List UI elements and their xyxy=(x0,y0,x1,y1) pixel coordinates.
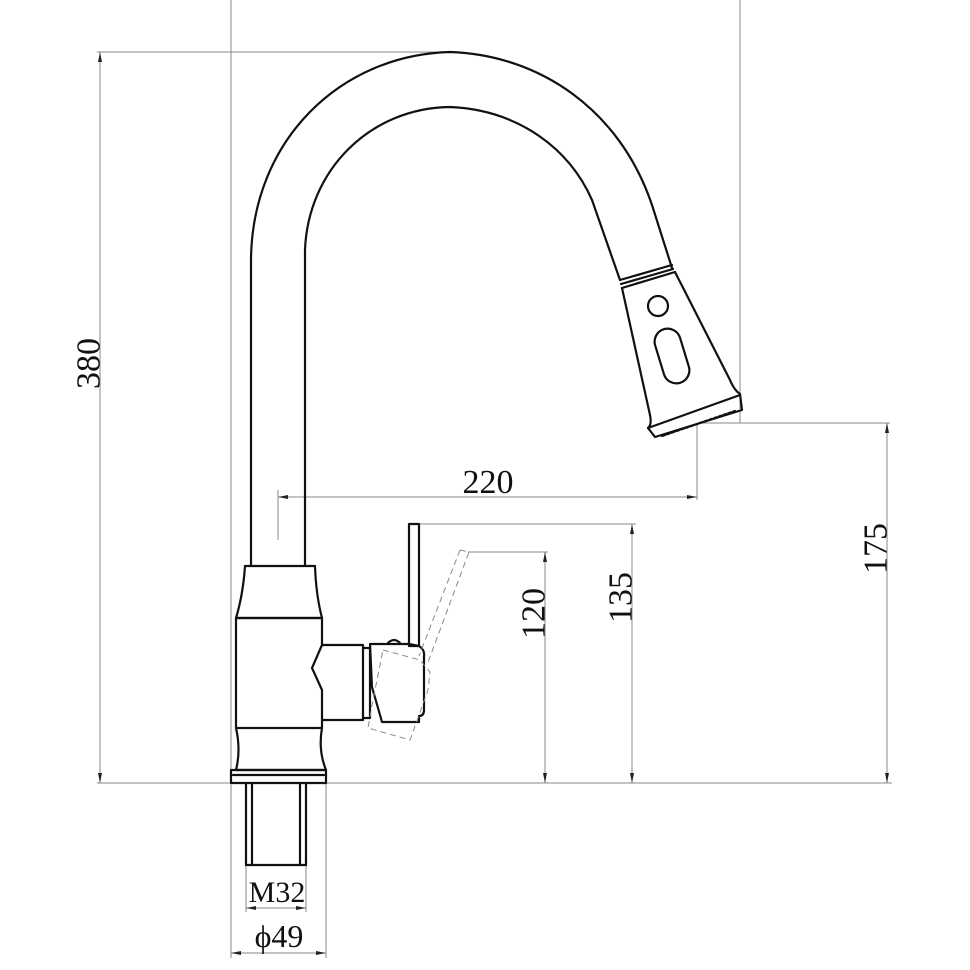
valve-housing xyxy=(320,643,372,722)
lever-handle-open-position xyxy=(367,549,470,741)
dim-spout-reach-label: 220 xyxy=(463,464,514,501)
dim-total-height-label: 380 xyxy=(71,338,108,389)
spray-pause-button-icon xyxy=(653,327,691,385)
dim-handle-open-height-label: 120 xyxy=(516,588,553,639)
pull-down-spray-head xyxy=(618,263,744,439)
dimension-labels: 380 220 175 135 120 M32 ϕ49 xyxy=(71,338,895,954)
faucet-body xyxy=(229,564,328,785)
dim-handle-height-label: 135 xyxy=(603,572,640,623)
threaded-shank xyxy=(244,781,308,867)
dim-outlet-height-label: 175 xyxy=(858,523,895,574)
dim-base-diameter-label: ϕ49 xyxy=(255,918,304,954)
lever-handle xyxy=(368,522,426,724)
spray-toggle-button-icon xyxy=(646,294,670,318)
dim-thread-size-label: M32 xyxy=(249,876,306,909)
gooseneck-spout xyxy=(249,50,674,567)
dimension-lines xyxy=(97,0,892,958)
